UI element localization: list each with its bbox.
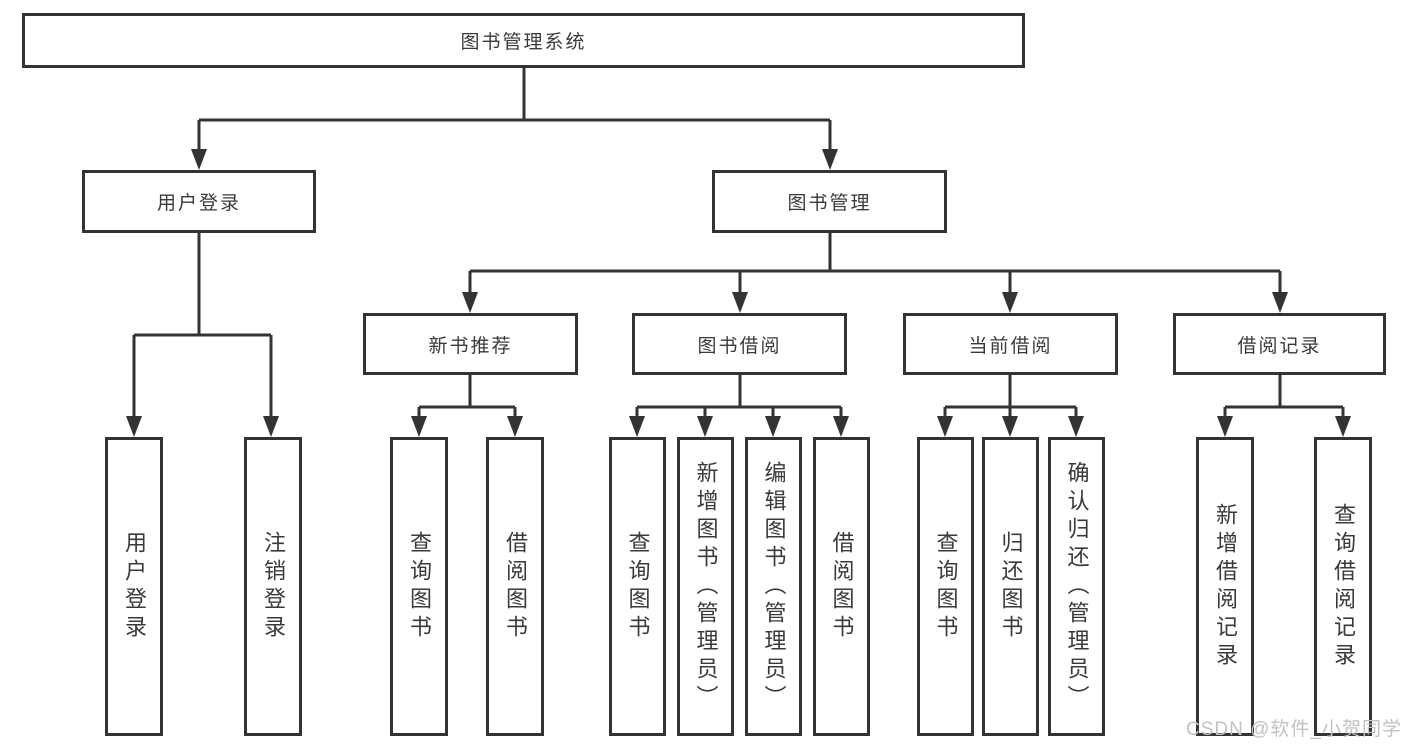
node-label: 查询图书	[625, 530, 651, 643]
node-borrow-books-2: 借阅图书	[813, 437, 870, 736]
node-label: 查询图书	[933, 530, 959, 643]
node-label: 新增借阅记录	[1213, 502, 1238, 671]
node-add-book-admin: 新增图书（管理员）	[677, 437, 734, 736]
csdn-watermark: CSDN @软件_小贺同学	[1186, 719, 1402, 740]
node-label: 查询图书	[407, 530, 432, 643]
node-book-borrow: 图书借阅	[632, 313, 847, 375]
node-label: 用户登录	[122, 530, 147, 643]
node-borrow-records: 借阅记录	[1173, 313, 1386, 375]
node-label: 用户登录	[156, 193, 241, 214]
node-label: 确认归还（管理员）	[1064, 460, 1090, 713]
node-label: 借阅记录	[1237, 335, 1322, 357]
node-label: 图书借阅	[697, 335, 782, 357]
node-query-books-recommend: 查询图书	[390, 437, 448, 736]
node-root: 图书管理系统	[22, 13, 1025, 68]
node-label: 新书推荐	[428, 335, 513, 357]
node-user-login: 用户登录	[105, 437, 163, 736]
node-label: 图书管理	[787, 193, 872, 214]
node-label: 当前借阅	[968, 335, 1053, 357]
node-confirm-return-admin: 确认归还（管理员）	[1048, 437, 1105, 736]
node-label: 编辑图书（管理员）	[761, 460, 787, 713]
node-label: 查询借阅记录	[1331, 502, 1356, 671]
node-label: 注销登录	[261, 530, 286, 643]
node-label: 借阅图书	[829, 530, 855, 643]
node-root-label: 图书管理系统	[460, 32, 587, 53]
node-new-book-recommend: 新书推荐	[363, 313, 578, 375]
node-edit-book-admin: 编辑图书（管理员）	[745, 437, 802, 736]
node-query-books-borrow: 查询图书	[609, 437, 666, 736]
node-label: 归还图书	[998, 530, 1024, 643]
node-borrow-books-recommend: 借阅图书	[486, 437, 544, 736]
node-query-books-current: 查询图书	[917, 437, 974, 736]
node-current-borrow: 当前借阅	[903, 313, 1118, 375]
node-label: 借阅图书	[503, 530, 528, 643]
node-query-borrow-record: 查询借阅记录	[1314, 437, 1372, 736]
node-add-borrow-record: 新增借阅记录	[1196, 437, 1254, 736]
node-book-management: 图书管理	[712, 170, 947, 233]
node-return-books: 归还图书	[982, 437, 1039, 736]
node-logout: 注销登录	[244, 437, 302, 736]
node-label: 新增图书（管理员）	[693, 460, 719, 713]
node-user-login-branch: 用户登录	[82, 170, 316, 233]
